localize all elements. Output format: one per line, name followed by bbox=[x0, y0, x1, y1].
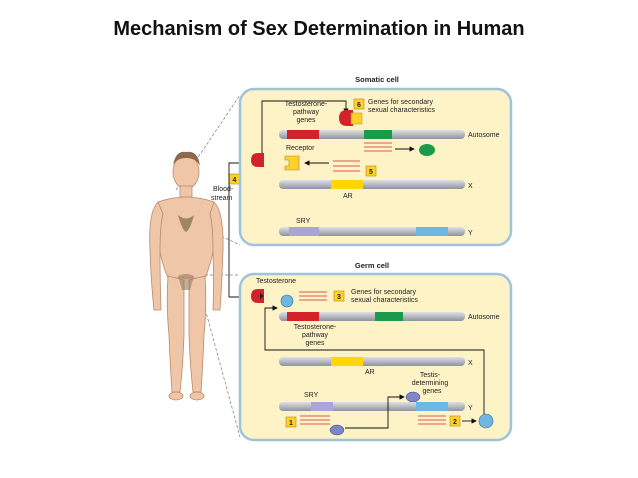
receptor-complex-yellow bbox=[350, 112, 363, 125]
somatic-autosome-red-gene bbox=[287, 130, 319, 139]
somatic-x-chromosome bbox=[279, 180, 465, 189]
germ-secondary-label-2: sexual characteristics bbox=[351, 297, 418, 304]
somatic-autosome-green-gene bbox=[364, 130, 392, 139]
somatic-ar-gene bbox=[331, 180, 363, 189]
germ-ar-label: AR bbox=[365, 369, 375, 376]
germ-cell-heading: Germ cell bbox=[355, 261, 389, 270]
bloodstream-label-line2: stream bbox=[211, 195, 233, 202]
somatic-cell-heading: Somatic cell bbox=[355, 75, 399, 84]
somatic-pathway-label-1: Testosterone- bbox=[285, 101, 328, 108]
germ-pathway-label-1: Testosterone- bbox=[294, 324, 337, 331]
germ-testosterone-notch bbox=[260, 293, 264, 299]
step-2-box bbox=[449, 415, 461, 427]
testis-protein-icon bbox=[478, 413, 494, 429]
germ-testosterone-label: Testosterone bbox=[256, 278, 296, 285]
germ-arrow-sry-to-testis bbox=[345, 394, 405, 429]
germ-autosome-red-gene bbox=[287, 312, 319, 321]
step-6-box bbox=[353, 98, 365, 110]
somatic-pathway-label-2: pathway bbox=[293, 109, 320, 116]
sry-protein bbox=[329, 424, 345, 436]
germ-mrna-testis bbox=[418, 415, 446, 425]
germ-y-label: Y bbox=[468, 405, 473, 412]
testis-genes-label-2: determining bbox=[412, 380, 449, 387]
somatic-sry-gene bbox=[289, 227, 319, 236]
step-1-box bbox=[285, 416, 297, 428]
germ-x-label: X bbox=[468, 360, 473, 367]
step-1-number: 1 bbox=[289, 420, 293, 427]
germ-mrna-sry bbox=[300, 415, 330, 425]
step-5-box bbox=[365, 165, 377, 177]
somatic-arrow-to-genes bbox=[261, 100, 349, 157]
germ-autosome-green-gene bbox=[375, 312, 403, 321]
germ-pathway-label-3: genes bbox=[305, 340, 325, 347]
somatic-mrna-ar bbox=[333, 160, 360, 172]
somatic-autosome-label: Autosome bbox=[468, 132, 500, 139]
somatic-sry-label: SRY bbox=[296, 218, 311, 225]
germ-autosome-label: Autosome bbox=[468, 314, 500, 321]
human-figure bbox=[149, 151, 224, 401]
receptor-label: Receptor bbox=[286, 145, 315, 152]
germ-testis-genes-region bbox=[416, 402, 448, 411]
germ-autosome bbox=[279, 312, 465, 321]
germ-testosterone-icon bbox=[251, 289, 264, 303]
somatic-testis-genes-region bbox=[416, 227, 448, 236]
receptor-icon bbox=[284, 155, 300, 171]
testis-genes-label-1: Testis- bbox=[420, 372, 441, 379]
step-3-box bbox=[333, 290, 345, 302]
step-2-number: 2 bbox=[453, 419, 457, 426]
receptor-complex-icon bbox=[339, 110, 353, 126]
germ-mrna-pathway bbox=[299, 291, 327, 301]
bloodstream-label-line1: Blood- bbox=[213, 186, 234, 193]
somatic-x-label: X bbox=[468, 183, 473, 190]
germ-sry-label: SRY bbox=[304, 392, 319, 399]
step-3-number: 3 bbox=[337, 294, 341, 301]
germ-x-chromosome bbox=[279, 357, 465, 366]
page-title: Mechanism of Sex Determination in Human bbox=[113, 18, 525, 40]
step-5-number: 5 bbox=[369, 169, 373, 176]
somatic-pathway-label-3: genes bbox=[296, 117, 316, 124]
germ-transcription-factor-icon bbox=[280, 294, 294, 308]
somatic-mrna-green bbox=[364, 142, 392, 152]
somatic-secondary-label-1: Genes for secondary bbox=[368, 99, 433, 106]
germ-feedback-arrow bbox=[264, 305, 485, 414]
step-4-number: 4 bbox=[233, 177, 237, 184]
somatic-y-label: Y bbox=[468, 230, 473, 237]
germ-pathway-label-2: pathway bbox=[302, 332, 329, 339]
testis-genes-label-3: genes bbox=[422, 388, 442, 395]
germ-sry-gene bbox=[311, 402, 333, 411]
step-6-number: 6 bbox=[357, 102, 361, 109]
germ-ar-gene bbox=[331, 357, 363, 366]
somatic-testosterone-icon bbox=[251, 153, 264, 167]
somatic-ar-label: AR bbox=[343, 193, 353, 200]
somatic-secondary-label-2: sexual characteristics bbox=[368, 107, 435, 114]
germ-secondary-label-1: Genes for secondary bbox=[351, 289, 416, 296]
sry-protein-on-gene bbox=[405, 391, 421, 403]
secondary-characteristic-protein bbox=[419, 144, 435, 156]
